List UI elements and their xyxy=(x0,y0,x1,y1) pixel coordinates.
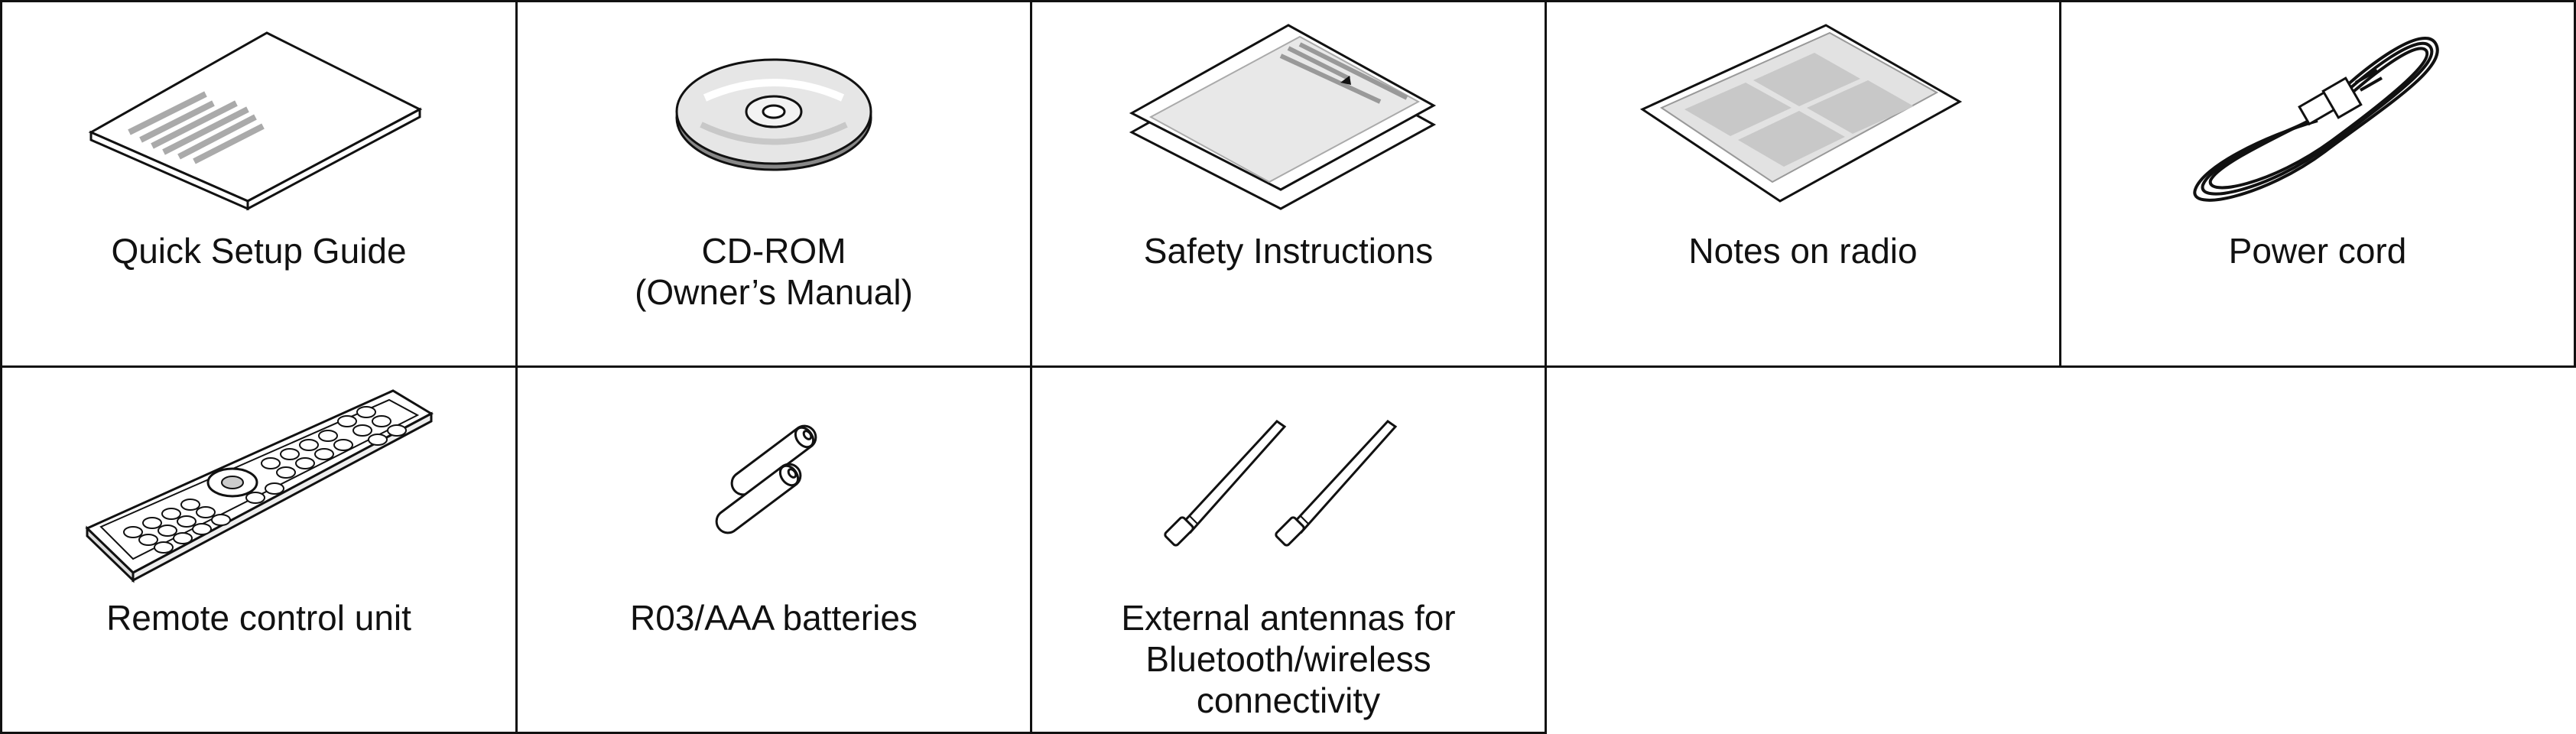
accessory-label: External antennas for Bluetooth/wireless… xyxy=(1121,598,1456,720)
cd-rom-icon xyxy=(675,58,872,171)
accessory-cd-rom: CD-ROM (Owner’s Manual) xyxy=(515,0,1032,368)
accessory-label: Quick Setup Guide xyxy=(111,231,407,271)
accessory-remote-control-unit: Remote control unit xyxy=(0,365,518,734)
batteries-icon xyxy=(715,424,817,534)
accessory-label: Remote control unit xyxy=(106,598,411,638)
notes-sheet-icon xyxy=(1639,24,1963,203)
accessory-label: CD-ROM (Owner’s Manual) xyxy=(635,231,913,312)
accessory-quick-setup-guide: Quick Setup Guide xyxy=(0,0,518,368)
accessory-notes-on-radio: Notes on radio xyxy=(1545,0,2061,368)
remote-control-icon xyxy=(84,389,434,583)
safety-sheet-icon xyxy=(1129,24,1437,210)
antennas-icon xyxy=(1164,420,1398,547)
accessory-label: Power cord xyxy=(2228,231,2407,271)
accessory-power-cord: Power cord xyxy=(2059,0,2576,368)
power-cord-icon xyxy=(2193,37,2439,202)
accessory-batteries: R03/AAA batteries xyxy=(515,365,1032,734)
accessory-external-antennas: External antennas for Bluetooth/wireless… xyxy=(1030,365,1547,734)
booklet-icon xyxy=(88,31,422,211)
accessory-label: Safety Instructions xyxy=(1143,231,1434,271)
accessory-label: Notes on radio xyxy=(1688,231,1918,271)
accessory-label: R03/AAA batteries xyxy=(630,598,918,638)
accessory-safety-instructions: Safety Instructions xyxy=(1030,0,1547,368)
